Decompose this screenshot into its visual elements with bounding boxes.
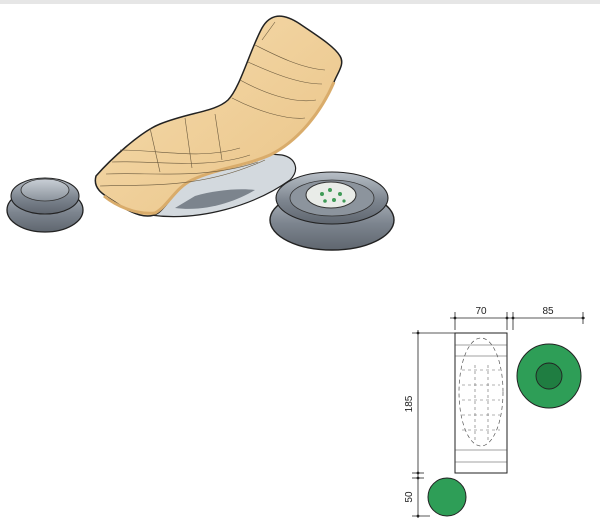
lounger-seat-edge xyxy=(103,81,336,215)
lounger-base-dark xyxy=(175,189,255,209)
lounger-slats xyxy=(99,21,326,187)
planter-plants xyxy=(320,188,346,203)
planter-table xyxy=(269,171,395,251)
dim-lounger-width: 70 xyxy=(475,306,487,317)
dim-pouf-diameter: 50 xyxy=(404,491,415,503)
top-bar xyxy=(0,0,600,4)
lounger-seat xyxy=(94,15,343,217)
plan-table-planter xyxy=(535,362,563,390)
dim-table-diameter: 85 xyxy=(542,306,554,317)
plan-pouf xyxy=(427,477,467,517)
dim-lounger-length: 185 xyxy=(404,395,415,412)
ottoman-pouf xyxy=(6,177,84,233)
plan-lounger xyxy=(454,332,508,474)
plan-view: 70 85 185 50 xyxy=(404,306,585,518)
